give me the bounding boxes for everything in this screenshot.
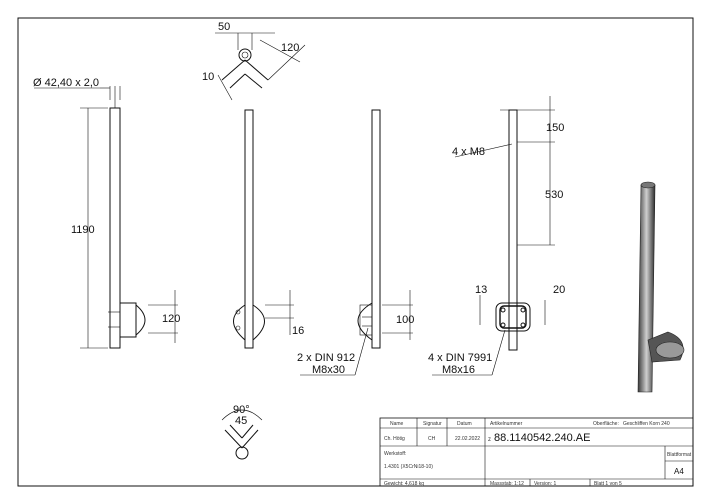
tb-sign-header: Signatur [423,421,442,427]
view-side-3: 100 2 x DIN 912 M8x30 [297,109,414,376]
dim-angle-90: 90° [233,404,250,416]
tb-weight: Gewicht: 4,618 kg [384,481,424,487]
view-side-4: 150 530 4 x M8 13 20 4 x DIN 7991 M8x16 [428,96,565,376]
tb-surface-label: Oberfläche: [593,421,619,427]
tb-name: Ch. Hötig [384,436,405,442]
view-front-dimensioned: Ø 42,40 x 2,0 1190 120 [33,77,180,349]
dim-100: 100 [396,314,414,326]
svg-text:z: z [488,437,491,443]
tb-sheet: Blatt 1 von 5 [594,481,622,487]
tb-format-value: A4 [674,467,684,476]
view-angle-detail: 90° 45 [221,404,263,460]
tb-material-value: 1.4301 (X5CrNi18-10) [384,464,433,470]
dim-top-120: 120 [281,42,299,54]
dim-top-50: 50 [218,21,230,33]
tb-name-header: Name [390,421,404,427]
tb-version: Version: 1 [534,481,556,487]
tb-date: 22.02.2022 [455,436,480,442]
dim-530: 530 [545,189,563,201]
tube-side-4 [508,109,518,351]
tube-spec-label: Ø 42,40 x 2,0 [33,77,99,89]
tb-date-header: Datum [457,421,472,427]
dim-1190: 1190 [71,224,95,236]
dim-top-10: 10 [202,71,214,83]
dim-13: 13 [475,284,487,296]
callout-din7991-a: 4 x DIN 7991 [428,352,492,364]
tb-article-number: 88.1140542.240.AE [494,432,590,444]
dim-120: 120 [162,313,180,325]
tube-side-2 [244,109,254,349]
tb-format-label: Blattformat [667,452,692,458]
title-block: Name Signatur Datum Ch. Hötig CH 22.02.2… [379,417,694,487]
tb-sign: CH [428,436,436,442]
tube-side-3 [371,109,381,349]
dim-angle-45: 45 [235,415,247,427]
callout-din912-b: M8x30 [312,364,345,376]
dim-16: 16 [292,325,304,337]
callout-din912-a: 2 x DIN 912 [297,352,355,364]
thread-label: 4 x M8 [452,146,485,158]
isometric-render [637,181,685,393]
dim-150: 150 [546,122,564,134]
callout-din7991-b: M8x16 [442,364,475,376]
view-side-2: 16 [233,109,304,349]
tb-article-label: Artikelnummer [490,421,523,427]
tb-surface-value: Geschliffen Korn 240 [623,421,670,427]
tb-scale: Massstab: 1:12 [490,481,524,487]
sheet-border [17,17,694,487]
dim-20: 20 [553,284,565,296]
tb-material-label: Werkstoff: [384,451,406,457]
view-top: 50 120 10 [202,21,306,101]
